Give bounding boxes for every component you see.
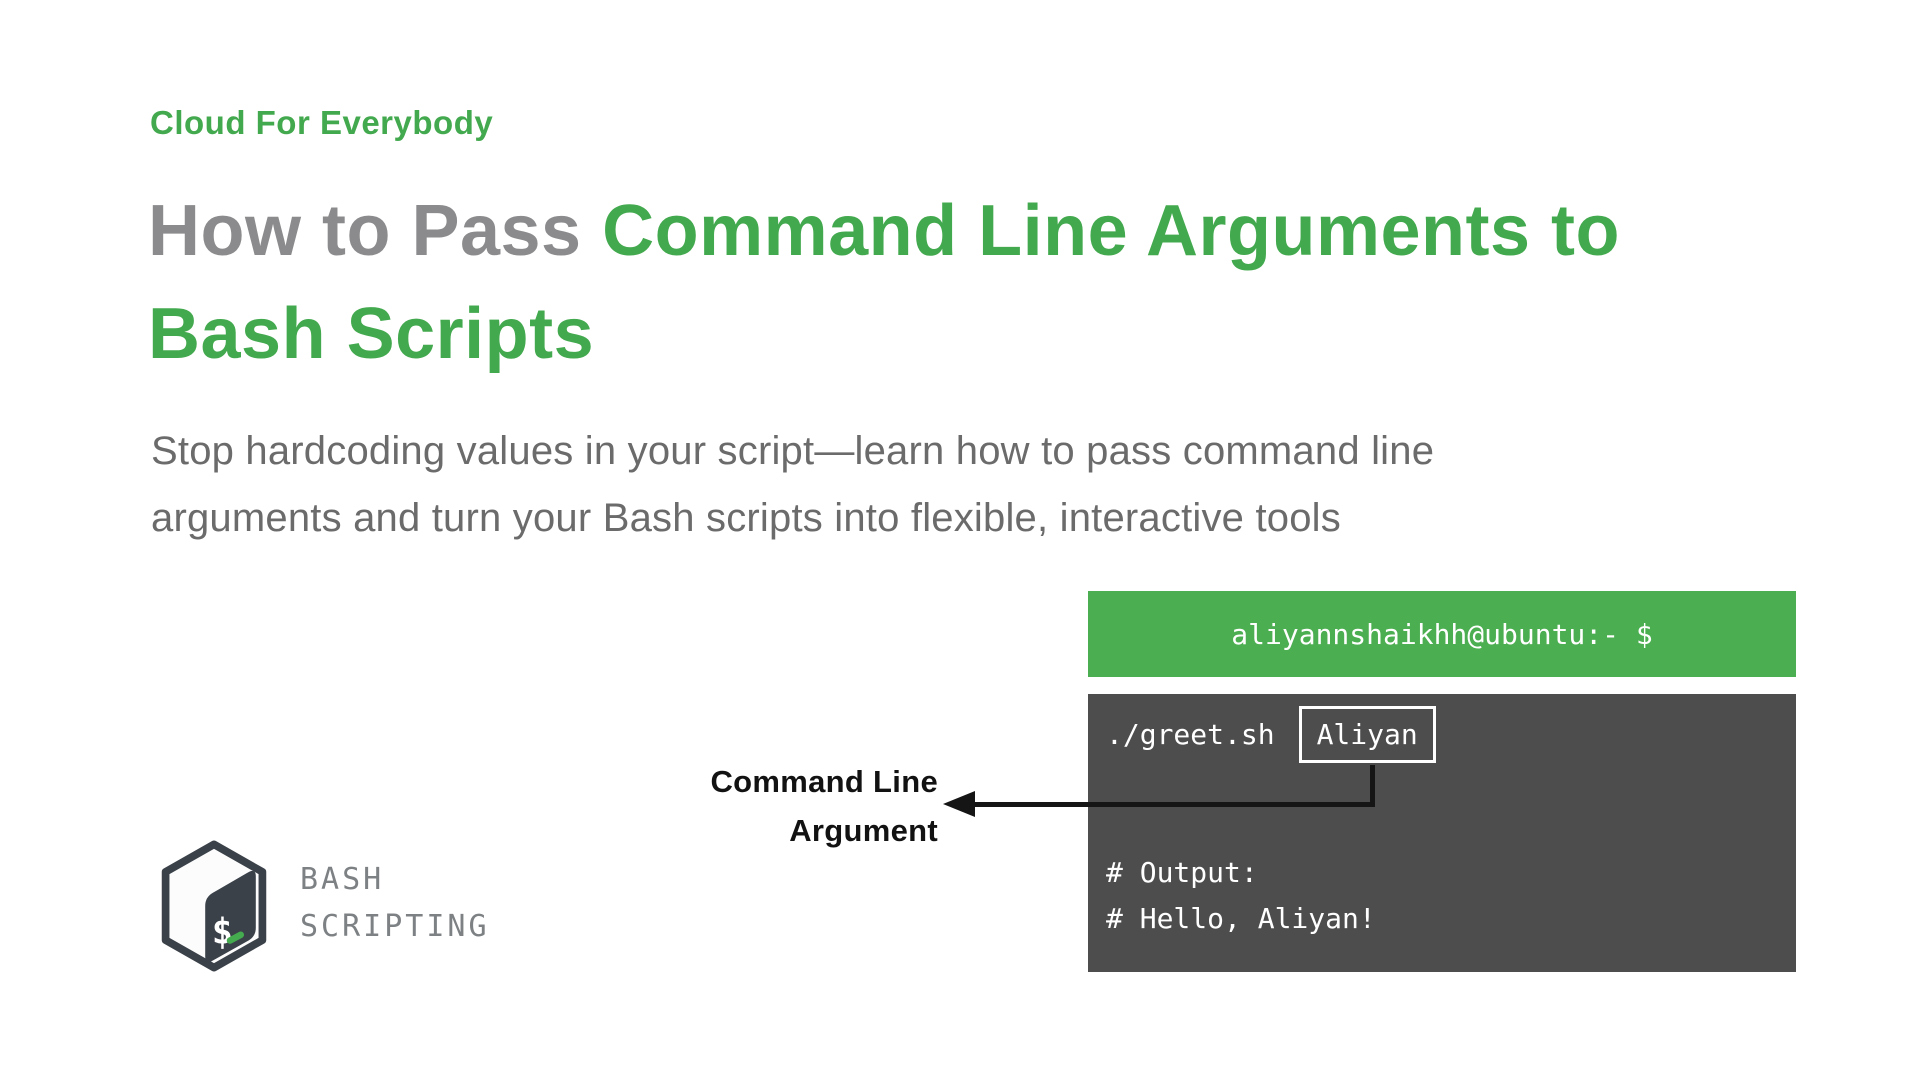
badge-line2: SCRIPTING	[300, 909, 490, 944]
bash-terminal-icon: $	[161, 840, 267, 972]
page-title: How to Pass Command Line Arguments to Ba…	[148, 180, 1620, 386]
argument-highlight-box: Aliyan	[1298, 706, 1436, 763]
output-line-1: # Output:	[1106, 856, 1258, 889]
terminal-prompt-label: aliyannshaikhh@ubuntu:- $	[1231, 617, 1653, 651]
dollar-prompt-glyph: $	[212, 911, 233, 952]
subtitle-line1: Stop hardcoding values in your script—le…	[151, 429, 1435, 473]
argument-value: Aliyan	[1316, 718, 1418, 751]
title-gray-part: How to Pass	[148, 191, 603, 271]
annotation-arrow-line	[975, 765, 1375, 807]
subtitle: Stop hardcoding values in your script—le…	[151, 418, 1434, 552]
subtitle-line2: arguments and turn your Bash scripts int…	[151, 496, 1341, 540]
terminal-command-line: ./greet.sh Aliyan	[1106, 706, 1436, 763]
terminal-window: ./greet.sh Aliyan # Output: # Hello, Ali…	[1088, 694, 1796, 972]
output-line-2: # Hello, Aliyan!	[1106, 902, 1376, 935]
title-green-part-line2: Bash Scripts	[148, 294, 595, 374]
terminal-output: # Output: # Hello, Aliyan!	[1106, 850, 1376, 942]
kicker: Cloud For Everybody	[150, 104, 494, 141]
title-green-part-line1: Command Line Arguments to	[602, 191, 1620, 271]
callout-line1: Command Line	[710, 764, 938, 799]
annotation-arrowhead-icon	[943, 791, 975, 817]
terminal-titlebar: aliyannshaikhh@ubuntu:- $	[1088, 591, 1796, 677]
badge-line1: BASH	[300, 862, 385, 897]
bash-scripting-label: BASH SCRIPTING	[300, 856, 490, 950]
command-text: ./greet.sh	[1106, 718, 1275, 751]
callout-line2: Argument	[789, 813, 938, 848]
command-line-argument-label: Command Line Argument	[560, 757, 938, 855]
cursor-underscore-glyph	[226, 931, 245, 944]
